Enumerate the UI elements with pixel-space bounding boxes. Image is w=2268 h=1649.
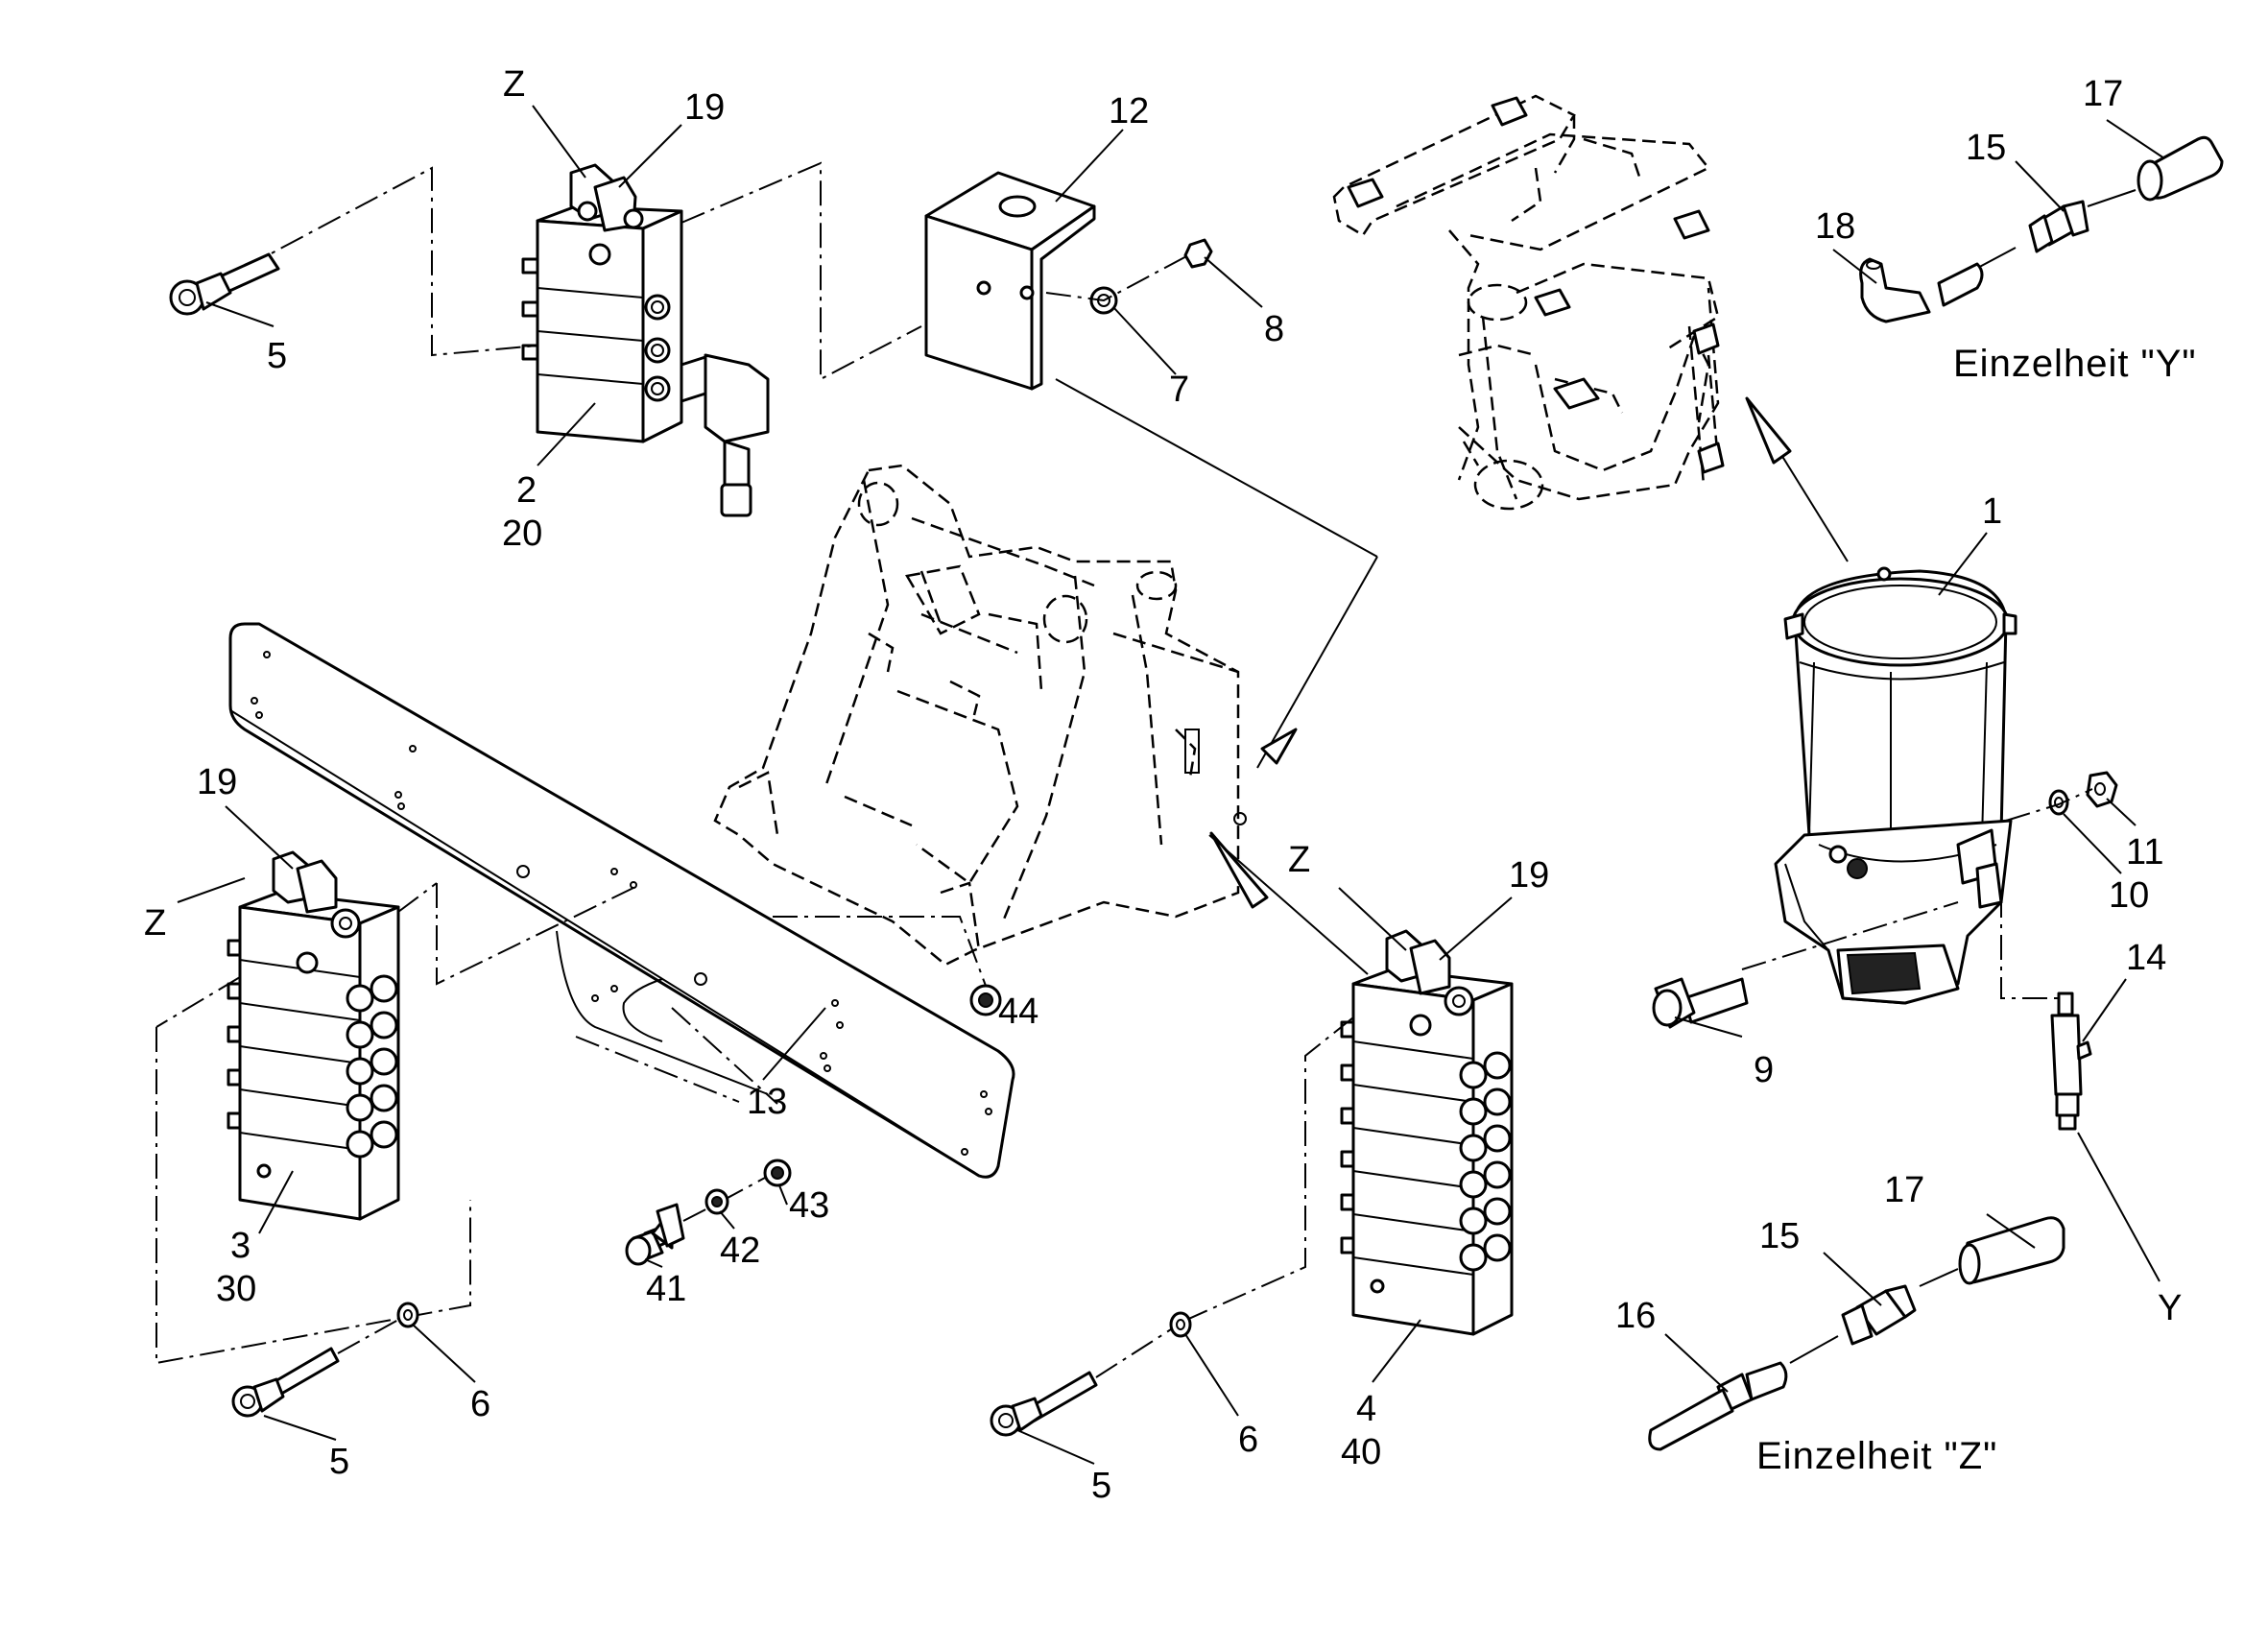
assembly-line-plate-frame	[773, 916, 990, 994]
callout-3: 3	[230, 1226, 251, 1266]
washer-44	[969, 984, 1002, 1016]
arrow-line-bracket-2	[1256, 556, 1378, 769]
callout-12: 12	[1109, 91, 1149, 131]
distributor-block-left	[227, 850, 400, 1221]
callout-1: 1	[1982, 491, 2002, 532]
arrow-line-bracket	[1055, 378, 1378, 558]
callout-43: 43	[789, 1185, 829, 1226]
assembly-line-pump-bolt	[1741, 901, 1959, 970]
bolt-left	[231, 1347, 340, 1418]
callout-z-right: Z	[1288, 840, 1310, 880]
assembly-line-bolt-left	[337, 1319, 399, 1354]
callout-6-left: 6	[470, 1384, 490, 1424]
bolt-mid	[990, 1371, 1098, 1437]
washer-6-mid	[1169, 1311, 1192, 1338]
assembly-line-top-mid	[680, 161, 922, 381]
nut-11	[2086, 771, 2118, 808]
callout-16: 16	[1615, 1296, 1656, 1336]
upper-frame-ghost	[1332, 94, 1725, 511]
assembly-line-right-block	[1175, 1016, 1354, 1326]
callout-5-mid: 5	[1091, 1466, 1111, 1506]
assembly-line-left-block	[155, 1027, 471, 1365]
callout-z-left: Z	[144, 903, 166, 944]
callout-30: 30	[216, 1269, 256, 1309]
nut-8	[1183, 238, 1213, 269]
callout-13: 13	[747, 1082, 787, 1122]
washer-42	[704, 1188, 729, 1215]
callout-7: 7	[1169, 370, 1189, 410]
outlet-fittings-right	[1459, 1051, 1512, 1272]
bolt-top	[169, 252, 280, 316]
assembly-line-plate-bolt	[671, 1007, 778, 1105]
leader-lines	[177, 105, 2165, 1465]
callout-15-bot: 15	[1759, 1216, 1800, 1256]
callout-4: 4	[1356, 1389, 1376, 1429]
callout-10: 10	[2109, 875, 2149, 916]
valve-14	[2050, 992, 2092, 1131]
assembly-line-plate-top	[436, 883, 634, 986]
assembly-line-top-left	[205, 166, 538, 357]
callout-9: 9	[1754, 1050, 1774, 1090]
callout-14: 14	[2126, 938, 2166, 978]
callout-44: 44	[998, 992, 1039, 1032]
washer-6-left	[396, 1302, 419, 1328]
callout-20: 20	[502, 514, 542, 554]
machine-frame-ghost	[713, 464, 1247, 967]
callout-19-right: 19	[1509, 855, 1549, 896]
callout-labels: Z 19 5 2 20 12 7 8 17 15 18 1 19 Z 3 30 …	[144, 64, 2182, 1506]
callout-17-top: 17	[2083, 74, 2123, 114]
arrow-head-pump	[1745, 396, 1792, 465]
callout-y: Y	[2158, 1288, 2182, 1328]
callout-11: 11	[2126, 832, 2163, 872]
detail-z	[1648, 1216, 2065, 1451]
arrow-line-frame	[1208, 834, 1369, 975]
detail-z-caption: Einzelheit "Z"	[1756, 1435, 1997, 1477]
outlet-fittings-left	[346, 974, 398, 1159]
bolt-41	[625, 1203, 685, 1266]
distributor-block-top	[521, 163, 770, 517]
assembly-line-left-block-2	[155, 976, 241, 1028]
callout-19-top: 19	[684, 87, 725, 128]
callout-8: 8	[1264, 309, 1284, 349]
callout-15-top: 15	[1966, 128, 2006, 168]
assembly-line-bolt-mid	[1095, 1328, 1172, 1378]
assembly-line-bracket	[1045, 253, 1191, 302]
callout-6-mid: 6	[1238, 1420, 1258, 1460]
distributor-block-right	[1340, 929, 1514, 1336]
callout-17-bot: 17	[1884, 1170, 1924, 1210]
callout-18: 18	[1815, 206, 1855, 247]
callout-5-left: 5	[329, 1442, 349, 1482]
assembly-line-plate-lower	[575, 1036, 740, 1103]
callout-40: 40	[1341, 1432, 1381, 1472]
mounting-plate-13	[228, 622, 1015, 1179]
callout-41: 41	[646, 1269, 686, 1309]
callout-z-top: Z	[503, 64, 525, 105]
assembly-line-left-block-3	[397, 882, 438, 913]
detail-y	[1859, 135, 2224, 323]
arrow-head-frame	[1209, 831, 1269, 909]
bracket-12	[924, 171, 1096, 391]
callout-2: 2	[516, 470, 537, 511]
callout-5-top: 5	[267, 336, 287, 376]
assembly-line-pump-right	[2005, 788, 2093, 822]
callout-42: 42	[720, 1231, 760, 1271]
washer-43	[763, 1159, 792, 1187]
callout-19-left: 19	[197, 762, 237, 802]
lubrication-pump	[1774, 566, 2017, 1005]
assembly-line-pump-valve	[2000, 893, 2064, 999]
bolt-9	[1652, 977, 1749, 1029]
assembly-line-bolt-41	[682, 1170, 778, 1222]
arrow-head-bracket	[1260, 728, 1298, 765]
detail-y-caption: Einzelheit "Y"	[1953, 343, 2197, 385]
